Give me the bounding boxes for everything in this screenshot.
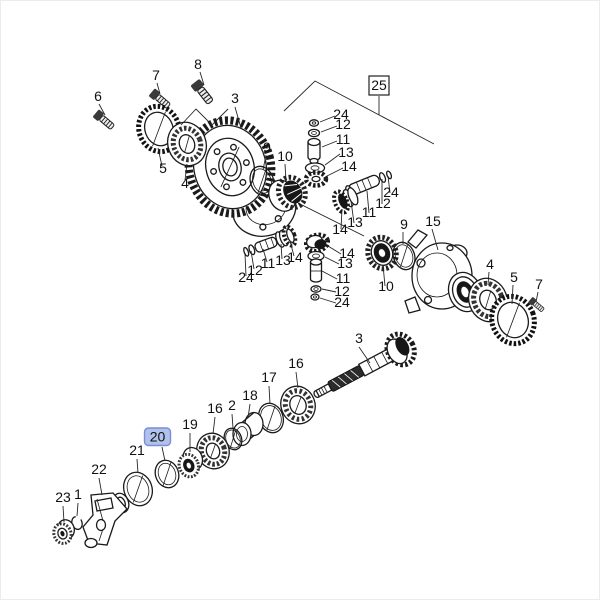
callout-21[interactable]: 21 <box>129 442 145 458</box>
callout-23[interactable]: 23 <box>55 489 71 505</box>
callout-24-top[interactable]: 24 <box>333 106 349 122</box>
side-gear-drawing-left <box>268 174 308 212</box>
shim-ring-drawing-right <box>392 241 416 271</box>
callout-6[interactable]: 6 <box>94 88 102 104</box>
callout-12-right[interactable]: 12 <box>375 195 391 211</box>
carrier-housing-drawing <box>404 229 483 314</box>
callout-9-right[interactable]: 9 <box>400 216 408 232</box>
callout-11-right[interactable]: 11 <box>362 204 377 220</box>
callout-4-right[interactable]: 4 <box>486 256 494 272</box>
spider-stack-bottom-drawing <box>303 232 331 301</box>
callout-24-right[interactable]: 24 <box>383 184 399 200</box>
callout-20-selected[interactable]: 20 <box>143 427 172 447</box>
callout-10-left[interactable]: 10 <box>277 148 293 164</box>
callout-13-stack[interactable]: 13 <box>337 255 353 271</box>
side-bearing-drawing-left <box>166 121 208 167</box>
callout-14-right[interactable]: 14 <box>332 221 348 237</box>
leader-lines <box>62 71 539 523</box>
callout-19[interactable]: 19 <box>182 416 198 432</box>
callout-17[interactable]: 17 <box>261 369 277 385</box>
spider-shaft-right-drawing <box>332 170 393 215</box>
callout-14-stack[interactable]: 14 <box>339 245 355 261</box>
callout-18[interactable]: 18 <box>242 387 258 403</box>
callout-13-top[interactable]: 13 <box>338 144 354 160</box>
selected-callout-highlight <box>143 427 172 447</box>
callout-25-boxed[interactable]: 25 <box>368 75 390 96</box>
callout-16-upper[interactable]: 16 <box>288 355 304 371</box>
callout-22[interactable]: 22 <box>91 461 107 477</box>
side-gear-drawing-right <box>365 234 399 272</box>
lock-nut-drawing-19 <box>177 446 204 479</box>
nut-drawing-23 <box>52 519 75 545</box>
ring-gear-drawing <box>184 116 276 218</box>
callout-8[interactable]: 8 <box>194 56 202 72</box>
spacer-drawing-18 <box>232 411 264 447</box>
pinion-shaft-drawing <box>313 331 417 399</box>
callout-7-right[interactable]: 7 <box>535 276 543 292</box>
spider-shaft-left-drawing <box>243 224 298 257</box>
assembly-axis-line <box>297 202 365 237</box>
callout-20-label: 20 <box>150 429 166 445</box>
callout-11-top[interactable]: 11 <box>336 131 351 147</box>
callout-24-lower-left[interactable]: 24 <box>238 269 254 285</box>
callout-5-left[interactable]: 5 <box>159 160 167 176</box>
callout-25-label: 25 <box>371 77 387 93</box>
spider-stack-top-drawing <box>303 119 329 188</box>
bearing-cup-drawing-right <box>489 293 537 347</box>
callout-3-ring-gear[interactable]: 3 <box>231 90 239 106</box>
callout-1[interactable]: 1 <box>74 486 82 502</box>
callout-3-pinion-shaft[interactable]: 3 <box>355 330 363 346</box>
callout-14-lower-left[interactable]: 14 <box>287 249 303 265</box>
callout-13-lower-left[interactable]: 13 <box>275 252 291 268</box>
shim-ring-drawing-left <box>249 165 275 197</box>
callout-10-right[interactable]: 10 <box>378 278 394 294</box>
flange-yoke-drawing <box>82 492 130 549</box>
ring-drawing-21 <box>122 471 154 507</box>
callout-11-lower-left[interactable]: 11 <box>261 255 276 271</box>
callout-12-top[interactable]: 12 <box>335 116 351 132</box>
callout-7[interactable]: 7 <box>152 67 160 83</box>
callout-9-left[interactable]: 9 <box>263 139 271 155</box>
callout-12-lower-left[interactable]: 12 <box>247 262 263 278</box>
bolt-drawing-8 <box>189 78 216 107</box>
ball-bearing-drawing <box>280 385 316 425</box>
callout-14-top[interactable]: 14 <box>341 158 357 174</box>
callout-24-stack[interactable]: 24 <box>334 294 350 310</box>
callout-5-right[interactable]: 5 <box>510 269 518 285</box>
callout-2[interactable]: 2 <box>228 397 236 413</box>
taper-bearing-drawing <box>196 432 230 470</box>
callout-15[interactable]: 15 <box>425 213 441 229</box>
callout-13-right[interactable]: 13 <box>347 214 363 230</box>
callout-16-lower[interactable]: 16 <box>207 400 223 416</box>
callout-12-stack[interactable]: 12 <box>334 283 350 299</box>
callout-11-stack[interactable]: 11 <box>336 270 351 286</box>
callout-4-left[interactable]: 4 <box>181 175 189 191</box>
seal-ring-drawing-20 <box>154 459 180 489</box>
